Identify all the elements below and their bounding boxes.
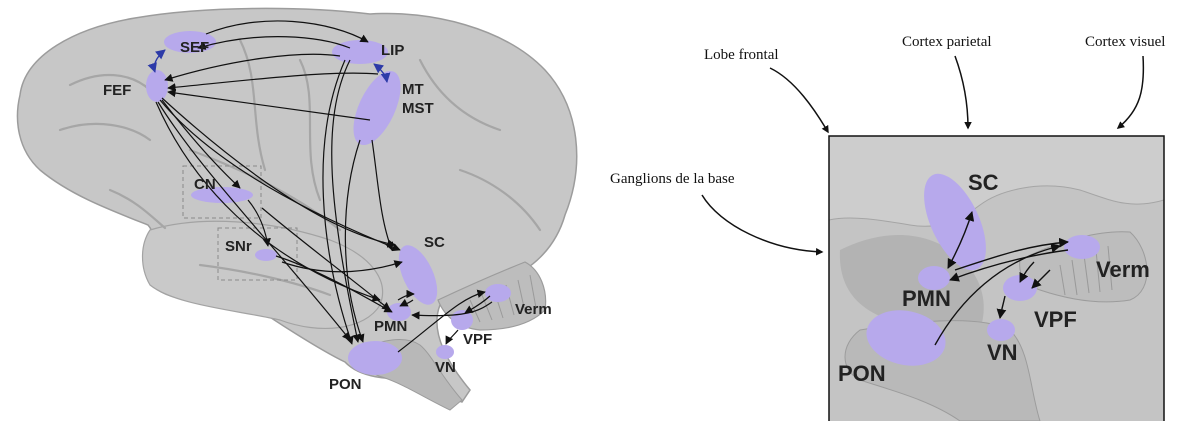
label-fef: FEF xyxy=(103,82,131,99)
zoom-label-vn: VN xyxy=(987,340,1018,365)
label-sef: SEF xyxy=(180,39,209,56)
zoom-region-verm xyxy=(1064,235,1100,259)
zoom-label-pon: PON xyxy=(838,361,886,386)
zoom-label-sc: SC xyxy=(968,170,999,195)
region-snr xyxy=(255,249,277,261)
label-vpf: VPF xyxy=(463,331,492,348)
caption-lobe-frontal: Lobe frontal xyxy=(704,47,779,63)
zoom-region-vn xyxy=(987,319,1015,341)
label-cn: CN xyxy=(194,176,216,193)
label-mst: MST xyxy=(402,100,434,117)
label-vn: VN xyxy=(435,359,456,376)
zoom-content: SC Verm PMN VPF VN PON xyxy=(829,136,1164,421)
caption-cortex-parietal: Cortex parietal xyxy=(902,34,992,50)
region-verm xyxy=(485,284,511,302)
label-lip: LIP xyxy=(381,42,404,59)
label-pmn: PMN xyxy=(374,318,407,335)
zoom-label-vpf: VPF xyxy=(1034,307,1077,332)
region-vn xyxy=(436,345,454,359)
label-verm: Verm xyxy=(515,301,552,318)
brain-cortex xyxy=(17,8,576,402)
label-mt: MT xyxy=(402,81,424,98)
caption-cortex-visuel: Cortex visuel xyxy=(1085,34,1165,50)
region-fef xyxy=(146,70,168,102)
label-snr: SNr xyxy=(225,238,252,255)
label-pon: PON xyxy=(329,376,362,393)
region-lip xyxy=(332,40,388,64)
left-brain-panel: SEF LIP FEF MT MST CN SNr SC PMN Verm VP… xyxy=(17,8,576,410)
label-sc: SC xyxy=(424,234,445,251)
zoom-region-vpf xyxy=(1003,275,1037,301)
zoom-label-verm: Verm xyxy=(1096,257,1150,282)
caption-ganglions: Ganglions de la base xyxy=(610,171,735,187)
region-pon xyxy=(348,341,402,375)
right-zoom-panel: Lobe frontal Cortex parietal Cortex visu… xyxy=(610,34,1165,421)
zoom-label-pmn: PMN xyxy=(902,286,951,311)
